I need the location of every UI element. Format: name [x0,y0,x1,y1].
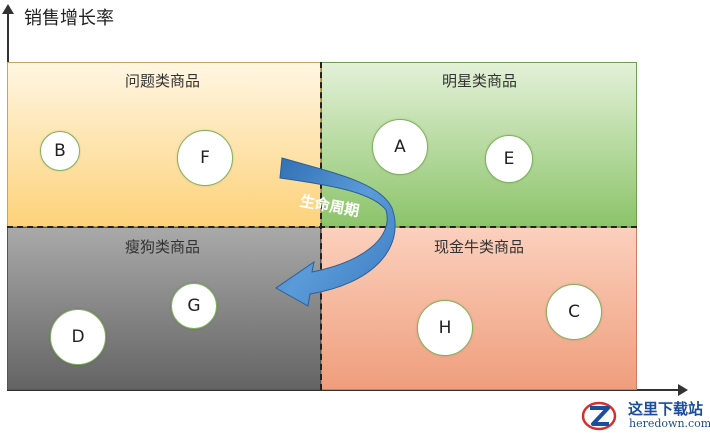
horizontal-divider [7,226,637,228]
x-axis-arrowhead [678,384,688,396]
quadrant-dog-title: 瘦狗类商品 [125,238,201,256]
item-bubble: C [546,284,602,340]
watermark-title: 这里下载站 [628,400,704,418]
watermark-logo-icon [581,401,617,431]
item-bubble: A [372,119,428,175]
item-bubble: D [50,309,106,365]
quadrant-star-title: 明星类商品 [442,72,518,90]
y-axis-arrowhead [2,4,14,14]
quadrant-dog [7,227,321,390]
y-axis-label: 销售增长率 [24,8,114,29]
item-bubble: H [417,300,473,356]
quadrant-question-title: 问题类商品 [125,72,201,90]
item-bubble: F [177,130,233,186]
watermark-url: heredown.com [629,417,710,430]
item-bubble: G [171,283,217,329]
item-bubble: B [40,131,80,171]
item-bubble: E [485,135,533,183]
quadrant-cash-title: 现金牛类商品 [434,238,525,256]
